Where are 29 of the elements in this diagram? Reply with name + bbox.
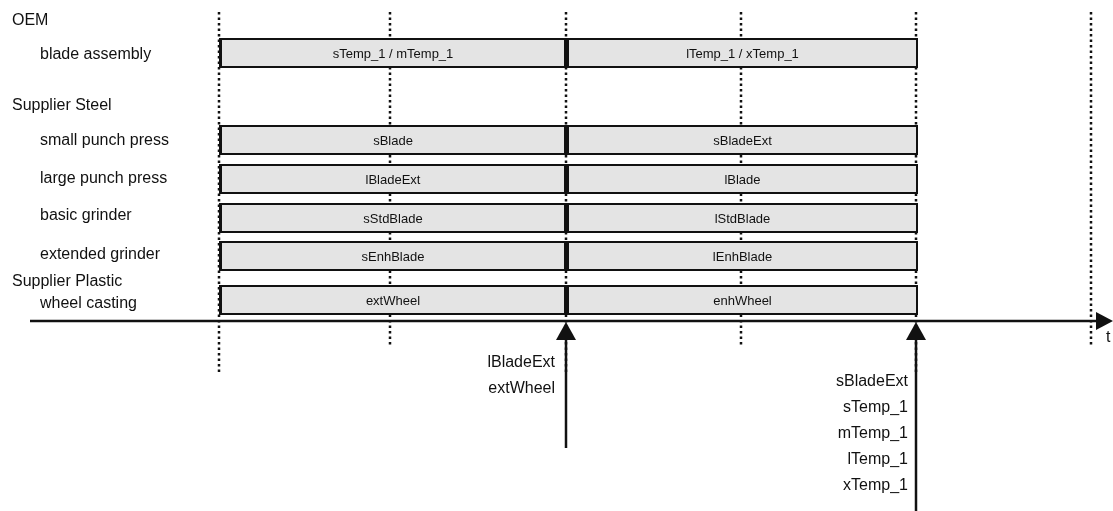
row-label: extended grinder (40, 245, 161, 263)
row-label: blade assembly (40, 45, 152, 63)
milestone-label: mTemp_1 (837, 424, 908, 442)
milestone-label: extWheel (488, 379, 555, 397)
row-label: wheel casting (40, 294, 137, 312)
task-bar: sStdBlade (219, 203, 566, 233)
task-bar: lStdBlade (566, 203, 918, 233)
row-label: basic grinder (40, 206, 132, 224)
group-heading: Supplier Plastic (12, 272, 123, 290)
row-label: small punch press (40, 131, 169, 149)
milestone-label: xTemp_1 (843, 476, 908, 494)
axis-label: t (1106, 328, 1111, 346)
task-bar: sBlade (219, 125, 566, 155)
task-bar: lBlade (566, 164, 918, 194)
milestone-label: sTemp_1 (843, 398, 908, 416)
group-heading: OEM (12, 11, 49, 29)
task-bar: enhWheel (566, 285, 918, 315)
milestone-label: sBladeExt (835, 372, 908, 390)
row-label: large punch press (40, 169, 168, 187)
task-bar: sEnhBlade (219, 241, 566, 271)
task-bar: sTemp_1 / mTemp_1 (219, 38, 566, 68)
task-bar: extWheel (219, 285, 566, 315)
milestone-label: lBladeExt (487, 353, 555, 371)
milestone-label: lTemp_1 (847, 450, 908, 468)
group-heading: Supplier Steel (12, 96, 112, 114)
task-bar: sBladeExt (566, 125, 918, 155)
task-bar: lTemp_1 / xTemp_1 (566, 38, 918, 68)
task-bar: lEnhBlade (566, 241, 918, 271)
task-bar: lBladeExt (219, 164, 566, 194)
